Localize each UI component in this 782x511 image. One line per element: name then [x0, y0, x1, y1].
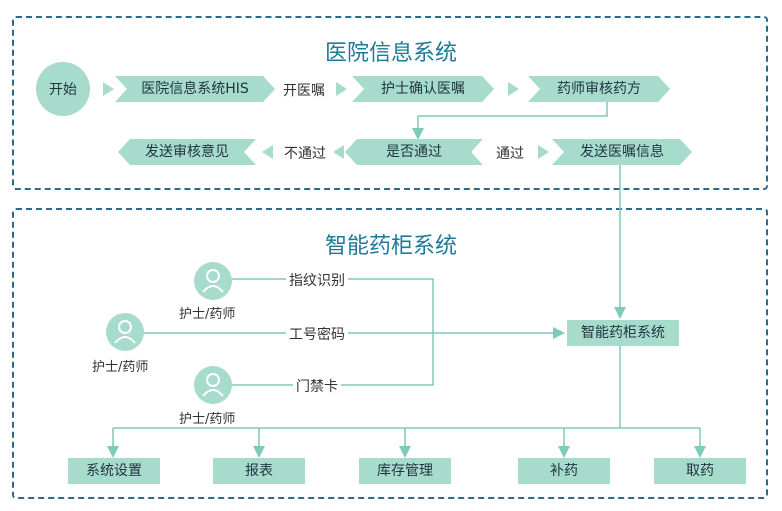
start-node: 开始: [36, 62, 90, 116]
cabinet-title: 智能药柜系统: [324, 234, 457, 259]
auth-password: 工号密码: [286, 324, 348, 344]
small-arrow-icon: [538, 145, 549, 159]
step-open-order: 开医嘱: [280, 80, 328, 100]
send-order-info: 发送医嘱信息: [552, 139, 692, 165]
his-panel: [12, 16, 768, 190]
fn-dispense: 取药: [654, 458, 746, 484]
user-icon: [194, 366, 232, 404]
step-nurse-confirm: 护士确认医嘱: [352, 76, 494, 102]
small-arrow-icon: [508, 82, 519, 96]
his-title: 医院信息系统: [324, 41, 457, 66]
small-arrow-icon: [333, 145, 344, 159]
role-label-1: 护士/药师: [179, 307, 236, 322]
pass-label: 通过: [493, 143, 527, 163]
user-icon: [106, 313, 144, 351]
review-to-check-line: [412, 101, 608, 140]
step-pharmacist-review: 药师审核药方: [528, 76, 670, 102]
role-label-2: 护士/药师: [92, 360, 149, 375]
auth-access-card: 门禁卡: [293, 376, 341, 396]
cabinet-center-node: 智能药柜系统: [567, 320, 679, 346]
role-label-3: 护士/药师: [179, 412, 236, 427]
step-his: 医院信息系统HIS: [115, 76, 275, 102]
small-arrow-icon: [262, 145, 273, 159]
cabinet-panel: [12, 208, 768, 499]
auth-fingerprint: 指纹识别: [286, 270, 348, 290]
small-arrow-icon: [103, 82, 114, 96]
fn-inventory: 库存管理: [359, 458, 451, 484]
fn-reports: 报表: [213, 458, 305, 484]
check-pass-node: 是否通过: [345, 139, 483, 165]
user-icon: [194, 262, 232, 300]
fn-system-settings: 系统设置: [68, 458, 160, 484]
send-review-opinion: 发送审核意见: [118, 139, 256, 165]
fn-replenish: 补药: [518, 458, 610, 484]
fail-label: 不通过: [281, 143, 329, 163]
small-arrow-icon: [336, 82, 347, 96]
